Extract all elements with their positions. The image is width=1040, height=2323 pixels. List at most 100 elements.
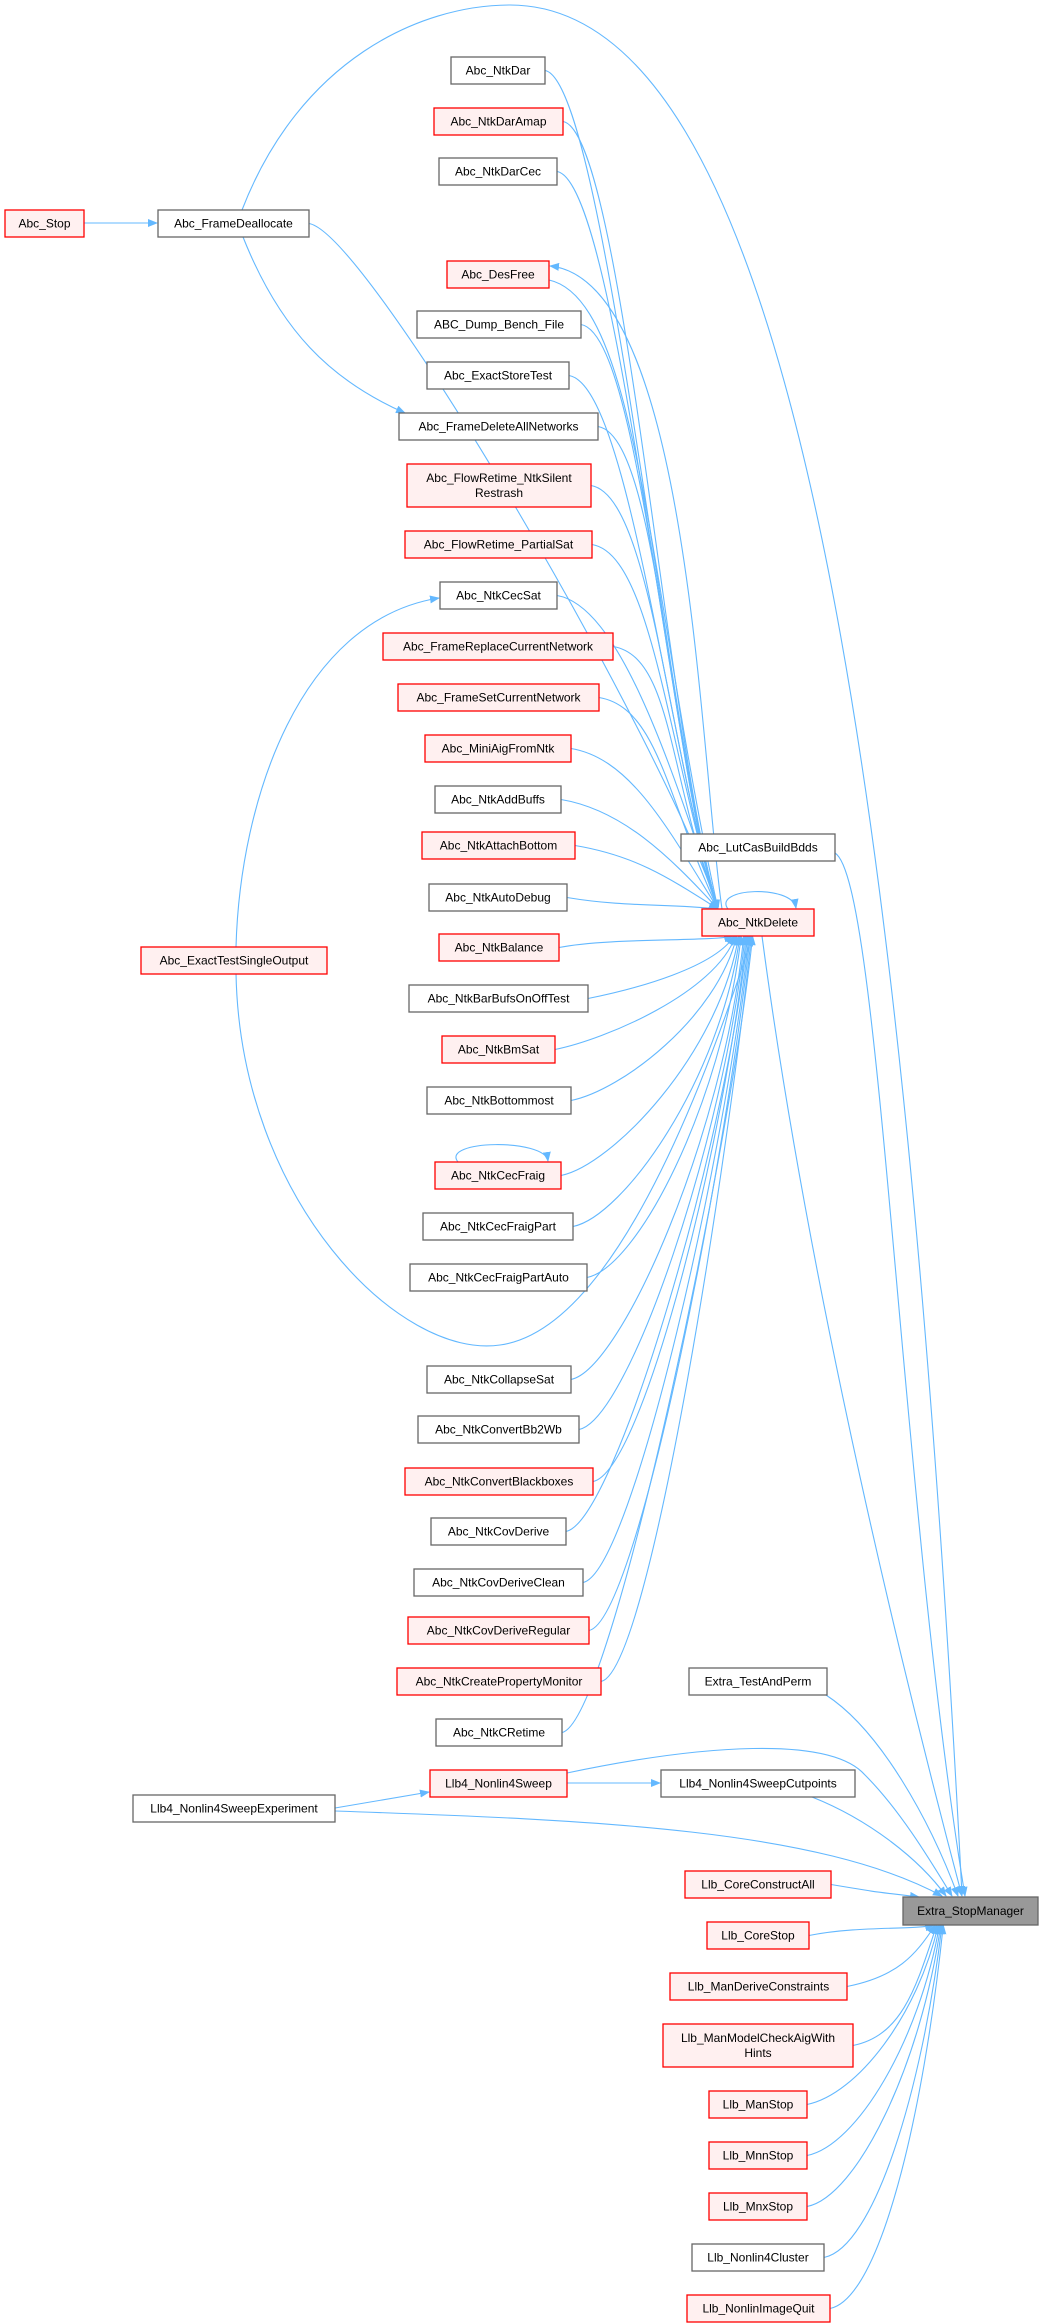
node-abc-ntkcreatepropertymonitor[interactable]: Abc_NtkCreatePropertyMonitor: [396, 1667, 602, 1696]
node-label: Abc_NtkAutoDebug: [445, 891, 550, 905]
node-label: Llb_ManDeriveConstraints: [688, 1980, 829, 1994]
node-box: [404, 1467, 594, 1496]
node-label: Abc_NtkCollapseSat: [444, 1373, 555, 1387]
node-label: Abc_NtkConvertBlackboxes: [425, 1475, 574, 1489]
node-llb-mnnstop[interactable]: Llb_MnnStop: [708, 2141, 808, 2170]
node-box: [417, 1415, 580, 1444]
node-label: Abc_NtkCovDeriveClean: [432, 1576, 565, 1590]
edge-extra-testandperm-to-extra-stopmanager: [825, 1694, 959, 1897]
node-abc-miniaigfromntk[interactable]: Abc_MiniAigFromNtk: [424, 734, 572, 763]
edge-abc-ntkcecfraig-to-abc-ntkcecfraig: [455, 1144, 551, 1163]
node-abc-ntkbarbufsonofftest[interactable]: Abc_NtkBarBufsOnOffTest: [408, 984, 589, 1013]
node-llb-nonlinimagequit[interactable]: Llb_NonlinImageQuit: [686, 2294, 831, 2323]
node-box: [669, 1972, 848, 2001]
node-abc-framesetcurrentnetwork[interactable]: Abc_FrameSetCurrentNetwork: [397, 683, 600, 712]
node-box: [660, 1769, 856, 1798]
node-abc-dump-bench-file[interactable]: ABC_Dump_Bench_File: [416, 310, 582, 339]
node-abc-flowretime-partialsat[interactable]: Abc_FlowRetime_PartialSat: [404, 530, 593, 559]
node-abc-exacttestsingleoutput[interactable]: Abc_ExactTestSingleOutput: [140, 946, 328, 975]
edge-abc-framereplacecurrentnetwork-to-abc-ntkdelete: [612, 645, 719, 910]
node-abc-stop[interactable]: Abc_Stop: [4, 209, 85, 238]
node-abc-ntkcecfraigpart[interactable]: Abc_NtkCecFraigPart: [422, 1212, 574, 1241]
node-llb-manderiveconstraints[interactable]: Llb_ManDeriveConstraints: [669, 1972, 848, 2001]
node-abc-ntkbottommost[interactable]: Abc_NtkBottommost: [426, 1086, 572, 1115]
node-box: [397, 683, 600, 712]
node-abc-ntkdaramap[interactable]: Abc_NtkDarAmap: [433, 107, 564, 136]
node-llb-coreconstructall[interactable]: Llb_CoreConstructAll: [684, 1870, 832, 1899]
node-abc-ntkcovderiveregular[interactable]: Abc_NtkCovDeriveRegular: [407, 1616, 590, 1645]
node-label: Llb4_Nonlin4SweepCutpoints: [679, 1777, 836, 1791]
node-box: [407, 1616, 590, 1645]
node-box: [409, 1263, 588, 1292]
node-label: ABC_Dump_Bench_File: [434, 318, 564, 332]
node-box: [428, 883, 568, 912]
node-abc-ntkbalance[interactable]: Abc_NtkBalance: [438, 933, 560, 962]
node-label: Llb_CoreStop: [721, 1929, 795, 1943]
node-label: Abc_NtkConvertBb2Wb: [435, 1423, 562, 1437]
node-abc-ntkcollapsesat[interactable]: Abc_NtkCollapseSat: [426, 1365, 572, 1394]
node-abc-framedeallocate[interactable]: Abc_FrameDeallocate: [157, 209, 310, 238]
node-extra-stopmanager[interactable]: Extra_StopManager: [902, 1896, 1039, 1926]
node-box: [434, 785, 562, 814]
node-abc-ntkaddbuffs[interactable]: Abc_NtkAddBuffs: [434, 785, 562, 814]
edge-abc-ntkcecfraigpart-to-abc-ntkdelete: [572, 935, 743, 1228]
node-box: [430, 1517, 567, 1546]
edge-abc-ntkcovderive-to-abc-ntkdelete: [565, 935, 751, 1533]
edge-abc-exacttestsingleoutput-to-abc-ntkdelete: [235, 936, 754, 1347]
node-llb-mnxstop[interactable]: Llb_MnxStop: [708, 2192, 808, 2221]
node-box: [422, 1212, 574, 1241]
node-extra-testandperm[interactable]: Extra_TestAndPerm: [688, 1667, 828, 1696]
edge-llb-corestop-to-extra-stopmanager: [808, 1923, 935, 1937]
edge-llb-mnxstop-to-extra-stopmanager: [806, 1924, 944, 2208]
node-abc-ntkcecfraigpartauto[interactable]: Abc_NtkCecFraigPartAuto: [409, 1263, 588, 1292]
node-abc-desfree[interactable]: Abc_DesFree: [446, 260, 550, 289]
node-abc-ntkcovderive[interactable]: Abc_NtkCovDerive: [430, 1517, 567, 1546]
node-abc-ntkcretime[interactable]: Abc_NtkCRetime: [435, 1718, 563, 1747]
node-box: [438, 933, 560, 962]
node-abc-ntkcovderiveclean[interactable]: Abc_NtkCovDeriveClean: [413, 1568, 584, 1597]
node-abc-ntkdarcec[interactable]: Abc_NtkDarCec: [438, 157, 558, 186]
node-box: [429, 1769, 568, 1798]
node-abc-ntkbmsat[interactable]: Abc_NtkBmSat: [441, 1035, 556, 1064]
node-llb4-nonlin4sweep[interactable]: Llb4_Nonlin4Sweep: [429, 1769, 568, 1798]
node-abc-ntkconvertbb2wb[interactable]: Abc_NtkConvertBb2Wb: [417, 1415, 580, 1444]
node-box: [408, 984, 589, 1013]
node-abc-framedeleteallnetworks[interactable]: Abc_FrameDeleteAllNetworks: [398, 412, 599, 441]
node-llb-nonlin4cluster[interactable]: Llb_Nonlin4Cluster: [691, 2243, 825, 2272]
node-abc-ntkcecfraig[interactable]: Abc_NtkCecFraig: [434, 1161, 562, 1190]
node-label: Abc_FrameSetCurrentNetwork: [416, 691, 581, 705]
node-abc-framereplacecurrentnetwork[interactable]: Abc_FrameReplaceCurrentNetwork: [382, 632, 614, 661]
node-abc-lutcasbuildbdds[interactable]: Abc_LutCasBuildBdds: [680, 833, 836, 862]
node-box: [416, 310, 582, 339]
node-abc-ntkautodebug[interactable]: Abc_NtkAutoDebug: [428, 883, 568, 912]
node-abc-ntkattachbottom[interactable]: Abc_NtkAttachBottom: [421, 831, 576, 860]
node-abc-ntkcecsat[interactable]: Abc_NtkCecSat: [439, 581, 558, 610]
node-abc-ntkdelete[interactable]: Abc_NtkDelete: [701, 908, 815, 937]
node-box: [680, 833, 836, 862]
edge-abc-framesetcurrentnetwork-to-abc-ntkdelete: [598, 696, 719, 910]
node-label: Abc_ExactStoreTest: [444, 369, 553, 383]
edge-abc-ntkcreatepropertymonitor-to-abc-ntkdelete: [600, 935, 755, 1683]
node-label: Abc_NtkAddBuffs: [451, 793, 545, 807]
node-llb4-nonlin4sweepcutpoints[interactable]: Llb4_Nonlin4SweepCutpoints: [660, 1769, 856, 1798]
node-label: Llb_ManModelCheckAigWith: [681, 2031, 835, 2045]
edge-abc-exacttestsingleoutput-to-abc-ntkcecsat: [235, 595, 440, 948]
node-box: [406, 463, 592, 508]
node-label: Abc_NtkCovDerive: [448, 1525, 550, 1539]
node-abc-exactstoretest[interactable]: Abc_ExactStoreTest: [426, 361, 570, 390]
node-label: Abc_FlowRetime_PartialSat: [424, 538, 574, 552]
node-llb-manstop[interactable]: Llb_ManStop: [708, 2090, 808, 2119]
edge-abc-ntkautodebug-to-abc-ntkdelete: [566, 896, 719, 912]
node-label: Abc_NtkDar: [466, 64, 531, 78]
node-box: [662, 2023, 854, 2068]
edge-llb4-nonlin4sweep-to-extra-stopmanager: [566, 1747, 953, 1897]
node-label: Abc_NtkBottommost: [444, 1094, 554, 1108]
edge-abc-ntkconvertbb2wb-to-abc-ntkdelete: [578, 935, 749, 1431]
node-llb4-nonlin4sweepexperiment[interactable]: Llb4_Nonlin4SweepExperiment: [132, 1794, 336, 1823]
node-abc-ntkconvertblackboxes[interactable]: Abc_NtkConvertBlackboxes: [404, 1467, 594, 1496]
edge-llb-manmodelcheckaigwithhints-to-extra-stopmanager: [852, 1924, 938, 2047]
node-abc-ntkdar[interactable]: Abc_NtkDar: [450, 56, 546, 85]
node-llb-corestop[interactable]: Llb_CoreStop: [706, 1921, 810, 1950]
